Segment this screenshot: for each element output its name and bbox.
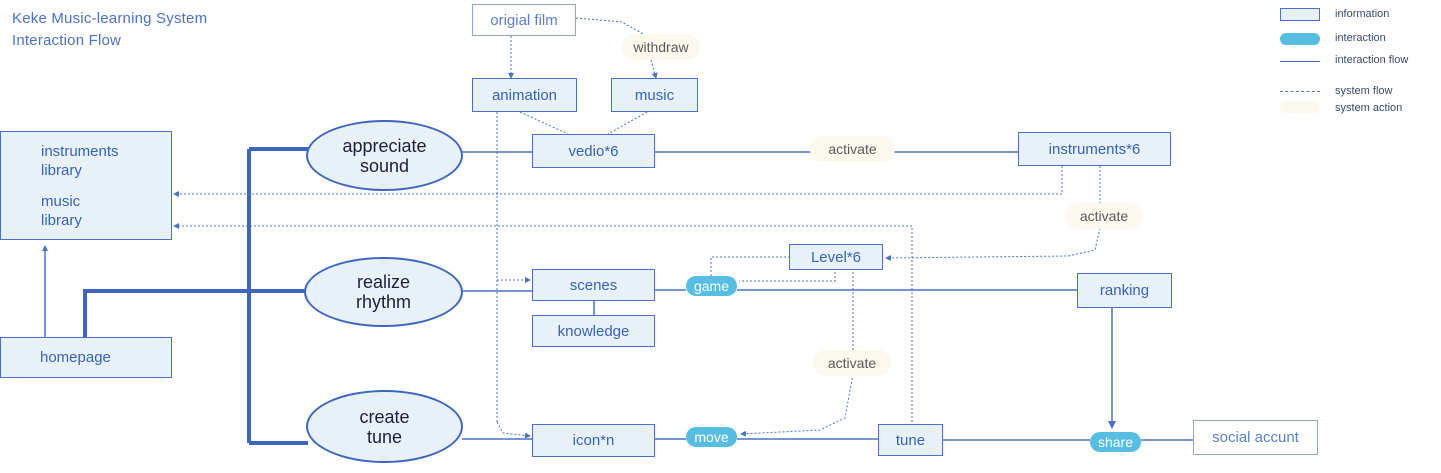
- social-accunt-node[interactable]: social accunt: [1193, 420, 1318, 455]
- legend-interaction-flow-swatch: [1280, 61, 1320, 62]
- instruments-library-label: instruments library: [41, 143, 119, 179]
- activate-action-bottom: activate: [813, 350, 891, 376]
- realize-rhythm-node[interactable]: realize rhythm: [304, 257, 463, 327]
- legend-interaction-swatch: [1280, 33, 1320, 45]
- animation-node[interactable]: animation: [472, 78, 577, 112]
- legend-system-flow-swatch: [1280, 91, 1320, 92]
- legend-interaction-flow-label: interaction flow: [1335, 54, 1409, 66]
- game-interaction[interactable]: game: [686, 276, 737, 296]
- music-node[interactable]: music: [611, 78, 698, 112]
- tune-node[interactable]: tune: [878, 424, 943, 456]
- legend-information-label: information: [1335, 8, 1390, 20]
- instruments6-node[interactable]: instruments*6: [1018, 132, 1171, 166]
- move-interaction[interactable]: move: [686, 427, 737, 447]
- icon-n-node[interactable]: icon*n: [532, 424, 655, 457]
- legend-system-flow-label: system flow: [1335, 85, 1393, 97]
- vedio-node[interactable]: vedio*6: [532, 134, 655, 168]
- create-tune-node[interactable]: create tune: [306, 390, 463, 463]
- legend-information-swatch: [1280, 8, 1320, 21]
- knowledge-node[interactable]: knowledge: [532, 315, 655, 347]
- diagram-title: Keke Music-learning System: [12, 10, 208, 27]
- withdraw-action: withdraw: [622, 34, 700, 60]
- activate-action-top: activate: [810, 136, 895, 162]
- ranking-node[interactable]: ranking: [1077, 273, 1172, 308]
- legend-interaction-label: interaction: [1335, 32, 1386, 44]
- diagram-subtitle: Interaction Flow: [12, 32, 122, 49]
- homepage-node[interactable]: homepage: [0, 337, 172, 378]
- system-flow-lines: [173, 17, 1101, 439]
- legend-system-action-swatch: [1280, 101, 1320, 113]
- main-flow-lines: [83, 147, 308, 445]
- appreciate-sound-node[interactable]: appreciate sound: [306, 120, 463, 191]
- music-library-label: music library: [41, 193, 82, 229]
- scenes-node[interactable]: scenes: [532, 269, 655, 301]
- activate-action-right: activate: [1066, 203, 1142, 229]
- level-node[interactable]: Level*6: [789, 244, 883, 270]
- library-box[interactable]: instruments library music library: [0, 131, 172, 240]
- legend-system-action-label: system action: [1335, 102, 1403, 114]
- share-interaction[interactable]: share: [1090, 432, 1141, 452]
- interaction-flow-lines: [462, 151, 1193, 441]
- origial-film-node[interactable]: origial film: [472, 4, 576, 36]
